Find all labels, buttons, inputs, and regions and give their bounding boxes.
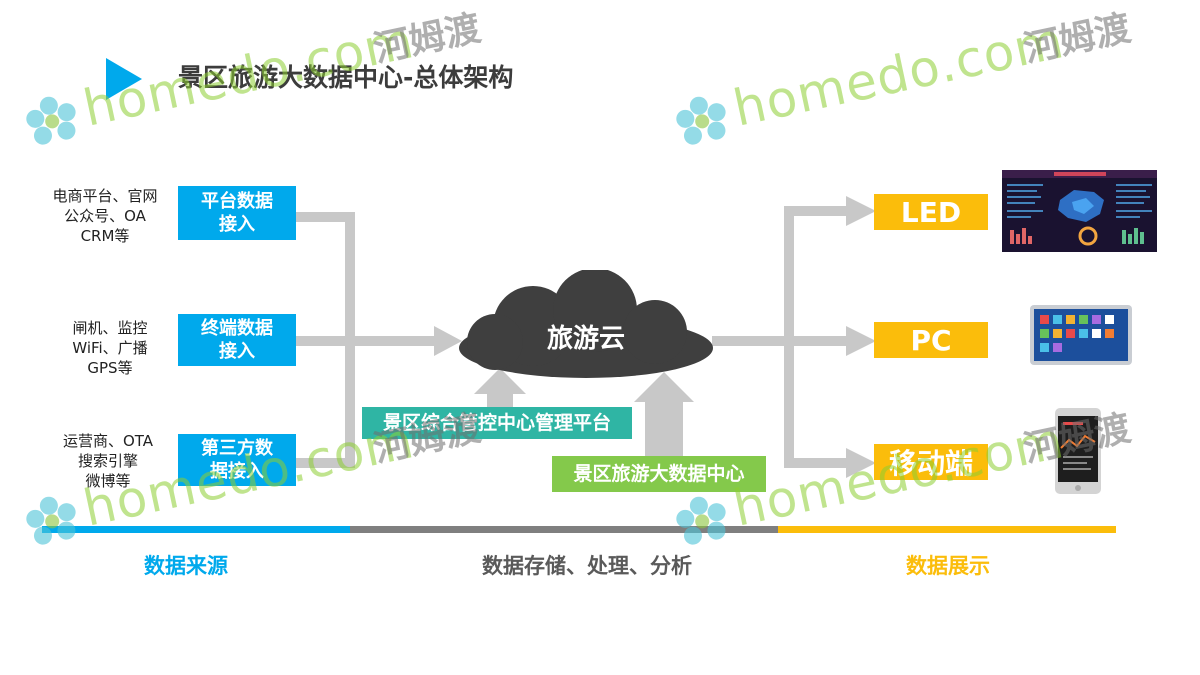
play-triangle-icon [106, 58, 142, 100]
source-text-3: 运营商、OTA 搜索引擎 微博等 [62, 432, 154, 490]
cloud-label: 旅游云 [546, 324, 625, 354]
pc-tablet-image [1030, 305, 1132, 365]
platform-banner: 景区综合管控中心管理平台 [362, 407, 632, 439]
data-center-banner: 景区旅游大数据中心 [552, 456, 766, 492]
mobile-phone-image [1055, 408, 1101, 494]
band-blue [42, 526, 350, 533]
band-label-sources: 数据来源 [144, 554, 228, 578]
band-gray [350, 526, 778, 533]
page-title: 景区旅游大数据中心-总体架构 [178, 63, 514, 92]
led-dashboard-image [1002, 170, 1157, 252]
output-led-box: LED [874, 194, 988, 230]
platform-data-access-box: 平台数据 接入 [178, 186, 296, 240]
output-mobile-box: 移动端 [874, 444, 988, 480]
terminal-data-access-box: 终端数据 接入 [178, 314, 296, 366]
band-label-processing: 数据存储、处理、分析 [482, 554, 692, 578]
third-party-data-access-box: 第三方数 据接入 [178, 434, 296, 486]
source-text-1: 电商平台、官网 公众号、OA CRM等 [52, 187, 158, 245]
band-label-display: 数据展示 [906, 554, 990, 578]
band-yellow [778, 526, 1116, 533]
cloud-icon [459, 270, 713, 378]
source-text-2: 闸机、监控 WiFi、广播 GPS等 [72, 319, 148, 377]
output-pc-box: PC [874, 322, 988, 358]
